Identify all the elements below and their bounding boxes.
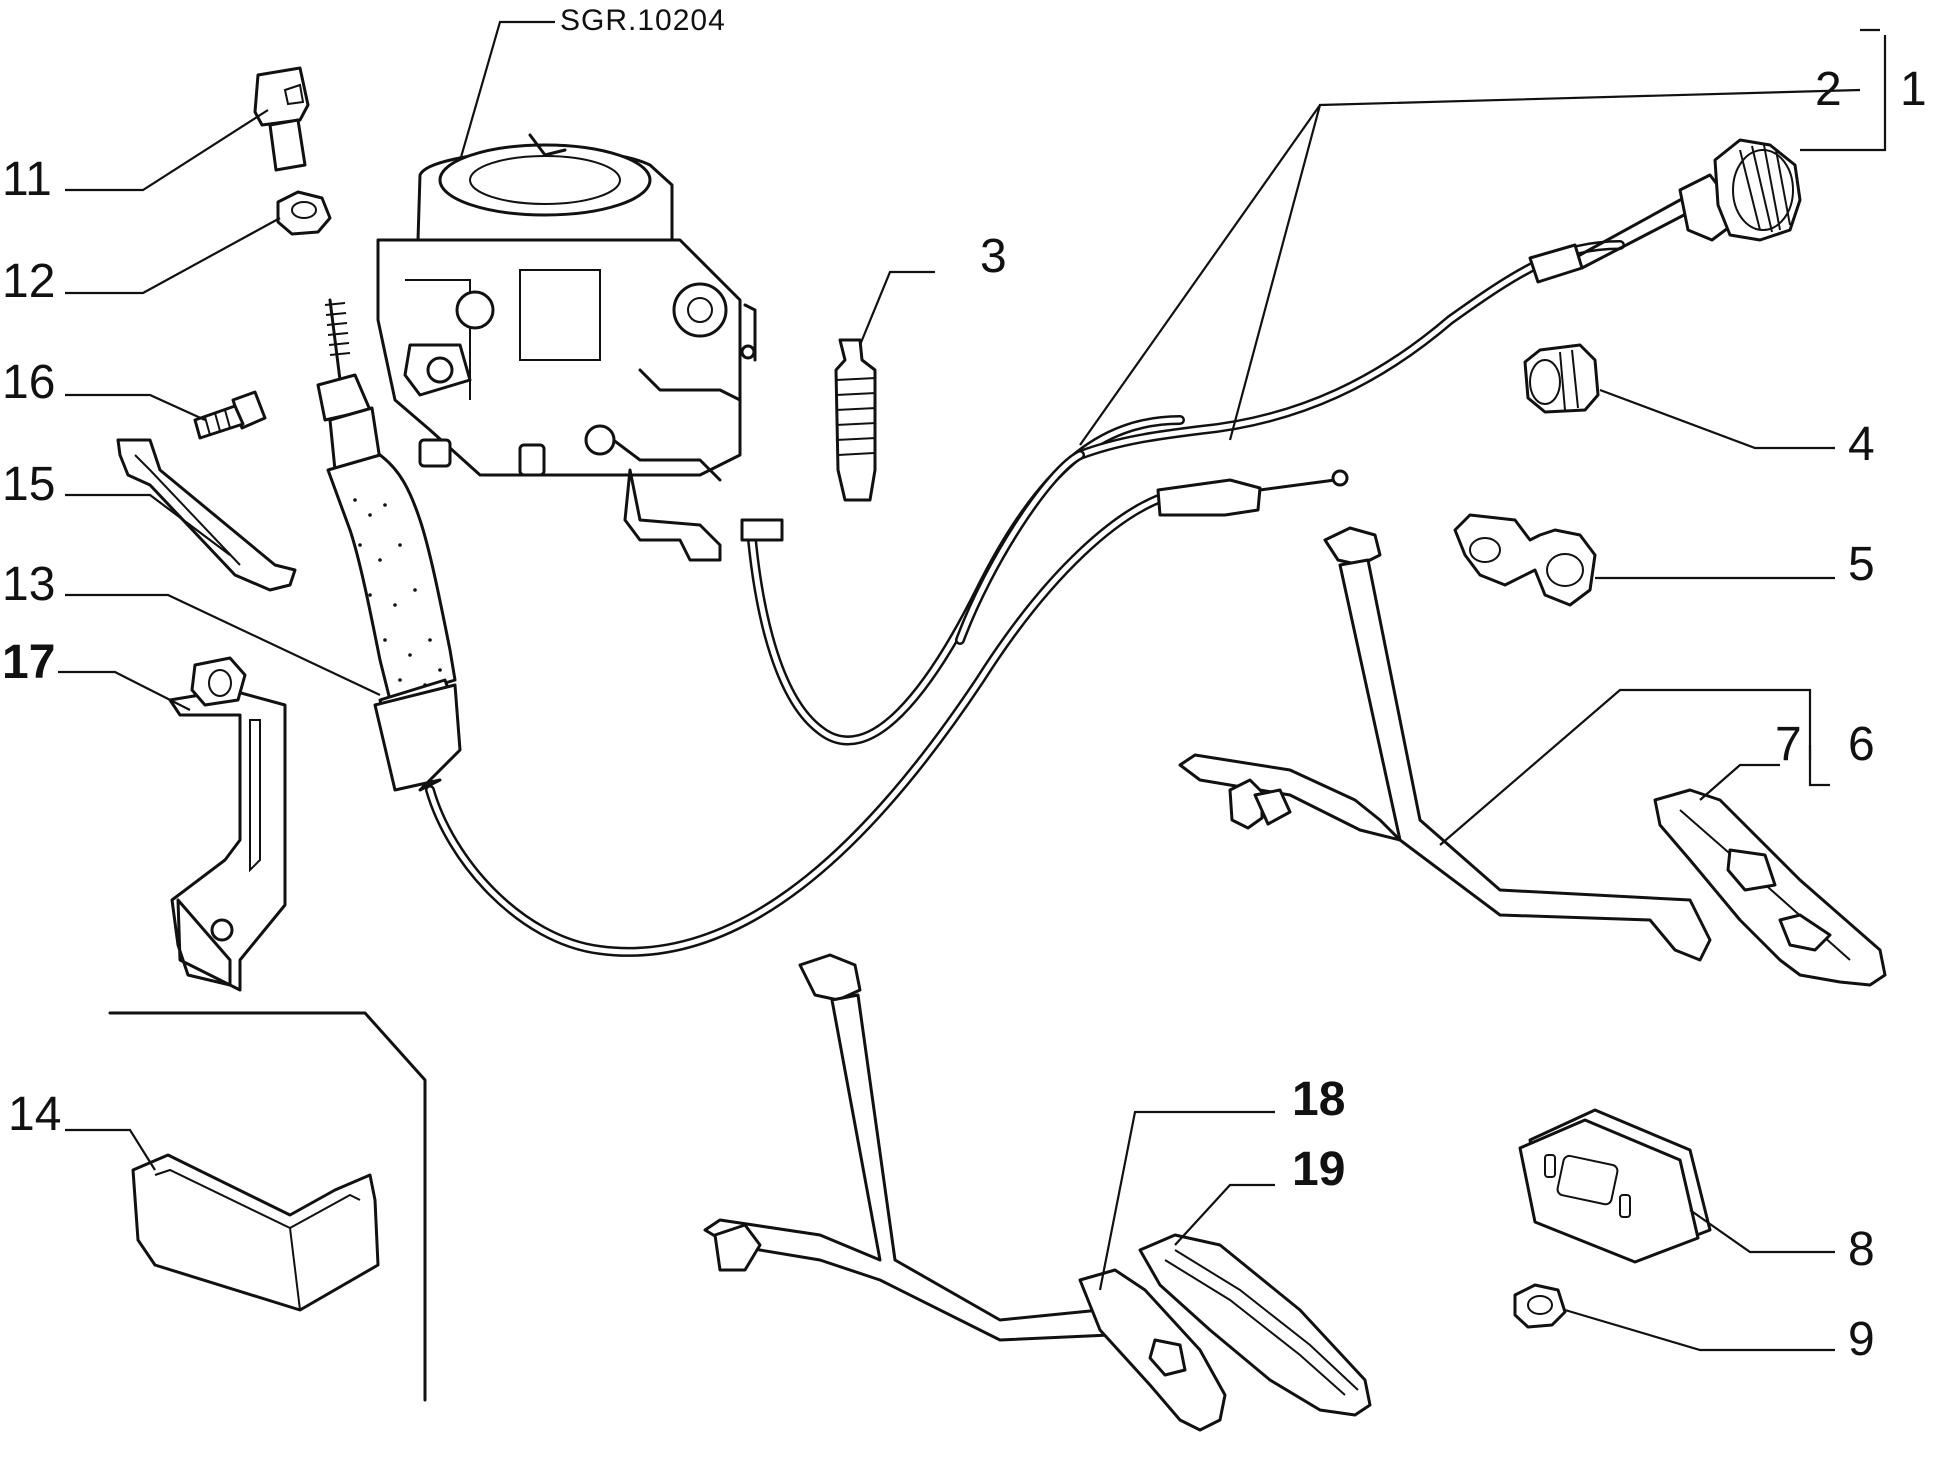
part-7-pedal-pad bbox=[1653, 788, 1887, 987]
part-4-grommet bbox=[1523, 343, 1600, 414]
cable-end-fitting bbox=[1156, 478, 1262, 517]
label-11: 11 bbox=[2, 153, 52, 206]
part-9-nut bbox=[1513, 1283, 1567, 1329]
label-19: 19 bbox=[1292, 1143, 1345, 1196]
part-13-boot bbox=[316, 298, 462, 792]
reference-code: SGR.10204 bbox=[560, 4, 726, 37]
label-15: 15 bbox=[2, 458, 55, 511]
label-1: 1 bbox=[1900, 63, 1927, 116]
part-15-bracket bbox=[116, 438, 297, 592]
part-5-clip bbox=[1453, 513, 1597, 607]
part-1-cable-end bbox=[1528, 138, 1802, 284]
callout-labels: 1 2 3 4 5 6 7 8 9 11 12 13 14 15 16 17 1… bbox=[2, 63, 1927, 1366]
label-5: 5 bbox=[1848, 538, 1875, 591]
part-8-buffer bbox=[1518, 1108, 1712, 1264]
part-18-pedal-arm bbox=[703, 953, 1227, 1432]
label-2: 2 bbox=[1815, 63, 1842, 116]
part-3-boot bbox=[834, 338, 877, 502]
leader-lines bbox=[58, 28, 1887, 1352]
carburettor-drawing bbox=[376, 133, 757, 562]
label-14: 14 bbox=[8, 1088, 61, 1141]
label-3: 3 bbox=[980, 230, 1007, 283]
part-19-pedal-pad bbox=[1138, 1233, 1372, 1417]
part-6-pedal-arm bbox=[1178, 526, 1712, 962]
part-11-bolt bbox=[253, 66, 310, 172]
part-12-nut bbox=[276, 190, 332, 236]
part-17-bracket bbox=[168, 656, 287, 992]
label-17: 17 bbox=[2, 636, 55, 689]
separator-line bbox=[108, 1011, 427, 1402]
label-13: 13 bbox=[2, 558, 55, 611]
label-12: 12 bbox=[2, 255, 55, 308]
label-18: 18 bbox=[1292, 1073, 1345, 1126]
label-6: 6 bbox=[1848, 718, 1875, 771]
label-8: 8 bbox=[1848, 1223, 1875, 1276]
label-7: 7 bbox=[1775, 718, 1802, 771]
label-9: 9 bbox=[1848, 1313, 1875, 1366]
label-16: 16 bbox=[2, 356, 55, 409]
part-16-screw bbox=[193, 390, 267, 440]
label-4: 4 bbox=[1848, 418, 1875, 471]
part-14-cover bbox=[131, 1153, 380, 1312]
